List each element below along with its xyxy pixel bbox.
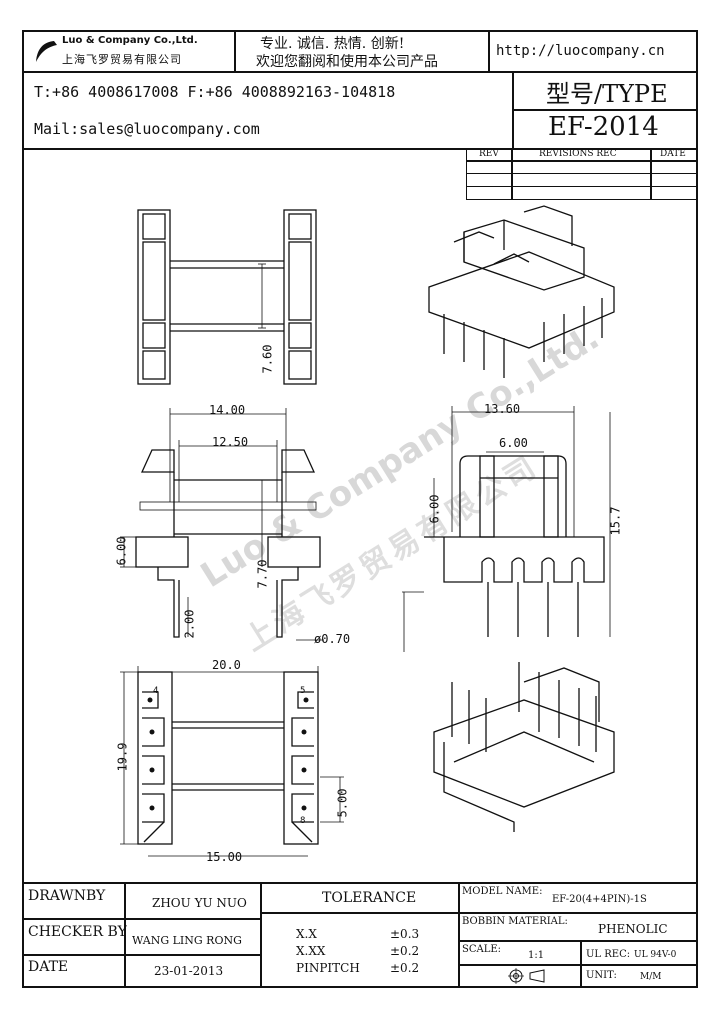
dim-n: 19.9 [115, 742, 130, 772]
dim-j: 6.00 [114, 536, 129, 566]
unit-value: M/M [640, 972, 662, 982]
type-mid-line [512, 109, 696, 111]
tolerance-label: TOLERANCE [322, 890, 417, 906]
rev-col-header: REV [479, 149, 499, 159]
company-name-cn: 上海飞罗贸易有限公司 [62, 53, 182, 66]
date-label: DATE [28, 959, 69, 975]
date-col-header: DATE [660, 149, 686, 159]
unit-label: UNIT: [586, 970, 617, 981]
ul-value: UL 94V-0 [634, 950, 677, 960]
technical-drawing [120, 205, 615, 857]
model-value: EF-20(4+4PIN)-1S [552, 894, 647, 905]
side-view-bobbin [402, 406, 611, 652]
tb-div-1 [124, 882, 126, 986]
tb-right-row-1 [458, 912, 696, 914]
dim-d: 15.7 [608, 506, 623, 536]
dim-c: ø0.70 [314, 632, 351, 646]
tb-tol-line [260, 912, 458, 914]
front-view-bobbin [120, 408, 324, 641]
scale-label: SCALE: [462, 944, 502, 955]
isometric-view-1 [428, 205, 615, 378]
tol-xxx-value: ±0.2 [390, 944, 420, 958]
dim-k: 2.00 [182, 609, 197, 639]
pin-label-4: 4 [153, 686, 159, 696]
tb-right-div [580, 940, 582, 986]
revisions-table: REV REVISIONS REC DATE [466, 148, 698, 200]
dim-m: 20.0 [212, 658, 241, 672]
dim-b: 5.00 [335, 788, 350, 818]
company-logo-icon [36, 41, 57, 62]
date-value: 23-01-2013 [154, 964, 224, 978]
tb-row-2 [24, 954, 260, 956]
dim-e: 12.50 [212, 435, 249, 449]
phone-fax-text: T:+86 4008617008 F:+86 4008892163-104818 [34, 83, 396, 101]
website-link[interactable]: http://luocompany.cn [496, 43, 665, 59]
bobbin-label: BOBBIN MATERIAL: [462, 916, 568, 927]
model-label: MODEL NAME: [462, 886, 543, 897]
tb-right-row-2 [458, 940, 696, 942]
tol-pin-value: ±0.2 [390, 961, 420, 975]
tol-xxx-label: X.XX [296, 944, 326, 958]
tol-xx-value: ±0.3 [390, 927, 420, 941]
bottom-view-bobbin [120, 666, 344, 857]
tb-div-3 [458, 882, 460, 986]
dim-a: 15.00 [206, 850, 243, 864]
bobbin-value: PHENOLIC [598, 922, 668, 936]
type-label: 型号/TYPE [546, 80, 668, 108]
revisions-col-header: REVISIONS REC [539, 149, 617, 159]
tb-right-row-3 [458, 964, 696, 966]
tol-xx-label: X.X [296, 927, 317, 941]
top-view-bobbin [137, 209, 317, 385]
header-bottom-line [24, 71, 696, 73]
slogan-line1: 专业. 诚信. 热情. 创新! [260, 36, 405, 52]
tol-pin-label: PINPITCH [296, 961, 360, 975]
slogan-line2: 欢迎您翻阅和使用本公司产品 [256, 54, 438, 70]
mail-text: Mail:sales@luocompany.com [34, 120, 260, 138]
checker-value: WANG LING RONG [132, 934, 242, 947]
dim-g-top: 6.00 [499, 436, 528, 450]
drawnby-label: DRAWNBY [28, 888, 106, 904]
pin-label-5: 5 [300, 686, 306, 696]
dim-f: 14.00 [209, 403, 246, 417]
type-value: EF-2014 [548, 112, 659, 142]
logo-divider [234, 32, 236, 71]
dim-i: 13.60 [484, 402, 521, 416]
company-name-en: Luo & Company Co.,Ltd. [62, 35, 198, 46]
pin-label-8: 8 [300, 816, 306, 826]
projection-symbol-icon [508, 968, 545, 984]
slogan-divider [488, 32, 490, 71]
drawnby-value: ZHOU YU NUO [152, 896, 247, 910]
dim-g-side: 6.00 [427, 494, 442, 524]
isometric-view-2 [433, 662, 615, 832]
tb-div-2 [260, 882, 262, 986]
dim-h2: 7.70 [255, 559, 270, 589]
tb-row-1 [24, 918, 260, 920]
drawing-sheet: Luo & Company Co.,Ltd. 上海飞罗贸易有限公司 专业. 诚信… [22, 30, 698, 988]
ul-label: UL REC: [586, 949, 631, 960]
title-block-top-line [24, 882, 696, 884]
contact-bottom-line [24, 148, 696, 150]
checker-label: CHECKER BY [28, 924, 127, 940]
dim-h: 7.60 [260, 344, 275, 374]
scale-value: 1:1 [528, 950, 545, 961]
